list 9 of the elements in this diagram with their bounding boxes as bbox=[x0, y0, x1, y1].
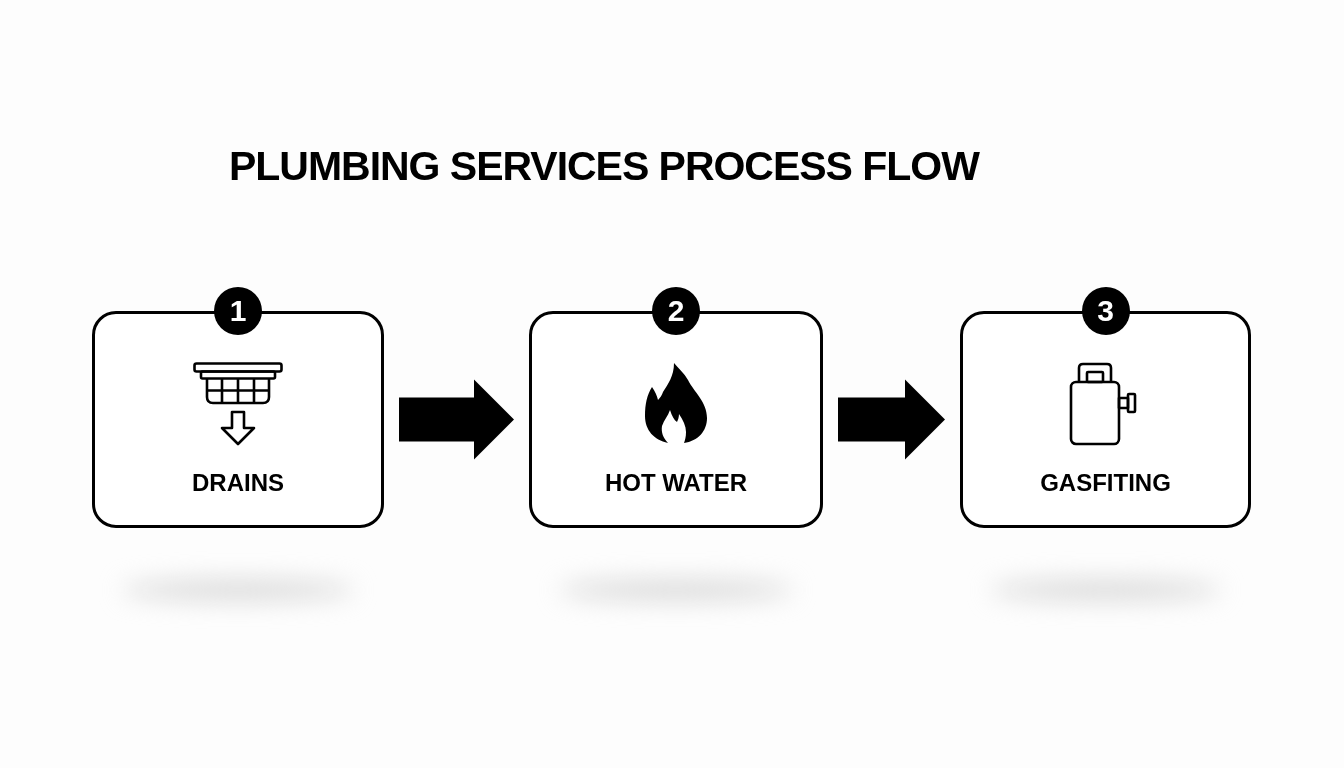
step-number-badge: 1 bbox=[214, 287, 262, 335]
block-arrow bbox=[838, 379, 945, 460]
step-number-badge: 2 bbox=[652, 287, 700, 335]
step-label: GASFITING bbox=[1039, 471, 1172, 495]
block-arrow bbox=[399, 379, 514, 460]
step-label: HOT WATER bbox=[603, 471, 749, 495]
step-label: DRAINS bbox=[191, 471, 285, 495]
diagram-title: PLUMBING SERVICES PROCESS FLOW bbox=[229, 142, 979, 191]
step-number-badge: 3 bbox=[1081, 287, 1130, 335]
